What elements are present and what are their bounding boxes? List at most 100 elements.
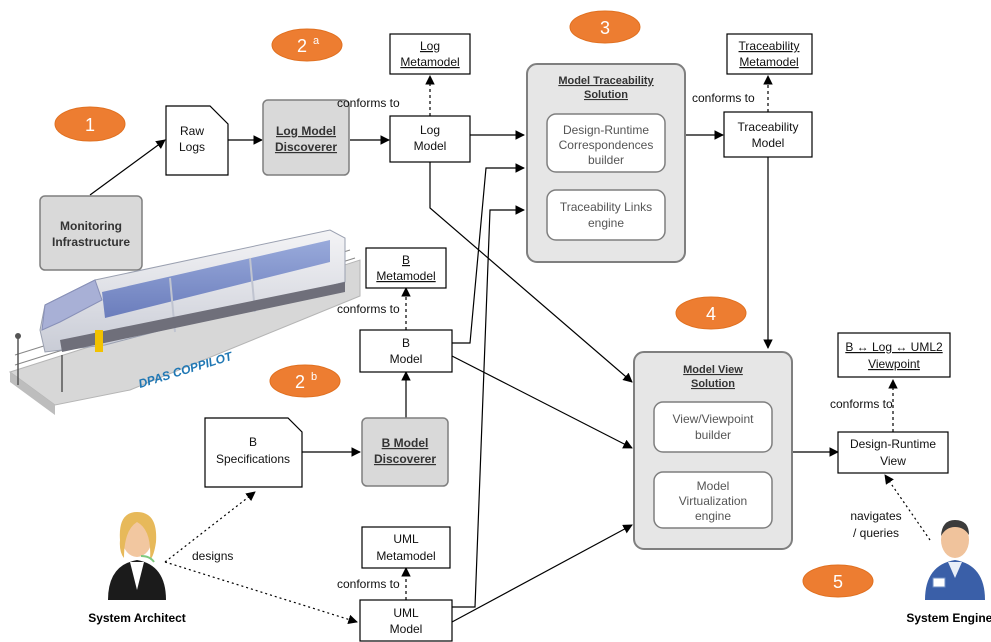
svg-text:Metamodel: Metamodel (400, 55, 459, 69)
svg-text:Solution: Solution (691, 378, 735, 390)
svg-text:Logs: Logs (179, 140, 205, 154)
svg-text:3: 3 (600, 18, 610, 38)
svg-text:Log: Log (420, 39, 440, 53)
system-architect-actor: System Architect (88, 512, 186, 625)
svg-text:View: View (880, 454, 906, 468)
svg-text:Discoverer: Discoverer (374, 452, 436, 466)
edges (89, 75, 931, 625)
svg-text:Design-Runtime: Design-Runtime (563, 123, 649, 137)
queries-label: / queries (853, 526, 899, 540)
badge-2b: 2 b (269, 364, 341, 398)
svg-text:Log Model: Log Model (276, 124, 336, 138)
svg-text:Specifications: Specifications (216, 452, 290, 466)
svg-text:builder: builder (695, 428, 731, 442)
svg-text:Raw: Raw (180, 124, 204, 138)
edge-engineer-runtime (884, 474, 931, 541)
model-traceability-solution[interactable]: Model Traceability Solution Design-Runti… (526, 63, 686, 263)
svg-text:Model: Model (414, 139, 447, 153)
b-model-node[interactable]: B Model (359, 329, 453, 373)
svg-text:B ↔ Log ↔ UML2: B ↔ Log ↔ UML2 (845, 340, 943, 354)
svg-text:Model View: Model View (683, 364, 743, 376)
svg-text:5: 5 (833, 572, 843, 592)
edge-designs-bspec (164, 491, 256, 563)
navigates-label: navigates (850, 509, 901, 523)
svg-text:4: 4 (706, 304, 716, 324)
svg-text:Infrastructure: Infrastructure (52, 235, 130, 249)
model-virtualization-engine[interactable]: Model Virtualization engine (653, 471, 773, 529)
engineer-person-icon (925, 520, 985, 600)
svg-text:Model: Model (697, 479, 730, 493)
svg-text:2: 2 (297, 36, 307, 56)
log-metamodel-node[interactable]: Log Metamodel (389, 33, 471, 75)
badge-2a: 2 a (271, 28, 343, 62)
system-architect-label: System Architect (88, 611, 186, 625)
traceability-model-node[interactable]: Traceability Model (723, 111, 813, 158)
svg-text:View/Viewpoint: View/Viewpoint (673, 412, 755, 426)
svg-text:Traceability Links: Traceability Links (560, 200, 652, 214)
badge-3: 3 (569, 10, 641, 44)
badge-5: 5 (802, 564, 874, 598)
traceability-metamodel-node[interactable]: Traceability Metamodel (726, 33, 813, 75)
badge-1: 1 (54, 106, 126, 142)
svg-text:Model: Model (752, 136, 785, 150)
viewpoint-node[interactable]: B ↔ Log ↔ UML2 Viewpoint (837, 332, 951, 378)
monitoring-infrastructure-node[interactable]: Monitoring Infrastructure (39, 195, 143, 271)
log-conforms-label: conforms to (337, 96, 400, 110)
svg-text:UML: UML (393, 606, 419, 620)
b-specifications-node[interactable]: B Specifications (204, 417, 303, 488)
log-model-node[interactable]: Log Model (389, 115, 471, 163)
b-conforms-label: conforms to (337, 302, 400, 316)
svg-text:Correspondences: Correspondences (559, 138, 654, 152)
svg-text:engine: engine (588, 216, 624, 230)
svg-text:Traceability: Traceability (739, 39, 800, 53)
svg-text:engine: engine (695, 509, 731, 523)
svg-text:B: B (402, 336, 410, 350)
svg-text:Metamodel: Metamodel (376, 269, 435, 283)
raw-logs-node[interactable]: Raw Logs (165, 105, 229, 176)
svg-text:UML: UML (393, 532, 419, 546)
traceability-conforms-label: conforms to (692, 91, 755, 105)
svg-text:2: 2 (295, 372, 305, 392)
uml-conforms-label: conforms to (337, 577, 400, 591)
svg-text:Model: Model (390, 352, 423, 366)
edge-logmodel-view (429, 162, 633, 383)
svg-text:Metamodel: Metamodel (739, 55, 798, 69)
view-conforms-label: conforms to (830, 397, 893, 411)
svg-text:b: b (311, 371, 317, 383)
svg-text:Solution: Solution (584, 89, 628, 101)
svg-text:Discoverer: Discoverer (275, 140, 337, 154)
svg-text:B Model: B Model (382, 436, 429, 450)
svg-text:Model: Model (390, 622, 423, 636)
correspondences-builder[interactable]: Design-Runtime Correspondences builder (546, 113, 666, 173)
svg-text:Design-Runtime: Design-Runtime (850, 437, 936, 451)
traceability-links-engine[interactable]: Traceability Links engine (546, 189, 666, 241)
edge-bmodel-traceability (452, 163, 525, 344)
edge-umlmodel-view (451, 524, 633, 623)
svg-text:Metamodel: Metamodel (376, 549, 435, 563)
svg-text:Virtualization: Virtualization (679, 494, 747, 508)
b-model-discoverer-node[interactable]: B Model Discoverer (361, 417, 449, 487)
svg-text:B: B (402, 253, 410, 267)
designs-label: designs (192, 549, 233, 563)
badge-4: 4 (675, 296, 747, 330)
architect-person-icon (108, 512, 166, 600)
step-badges: 1 2 a 2 b 3 4 5 (54, 10, 874, 598)
svg-text:Model Traceability: Model Traceability (558, 75, 654, 87)
svg-text:Monitoring: Monitoring (60, 219, 122, 233)
b-metamodel-node[interactable]: B Metamodel (365, 247, 447, 289)
model-view-solution[interactable]: Model View Solution View/Viewpoint build… (633, 351, 793, 550)
uml-model-node[interactable]: UML Model (359, 599, 453, 642)
uml-metamodel-node[interactable]: UML Metamodel (361, 526, 451, 569)
view-viewpoint-builder[interactable]: View/Viewpoint builder (653, 401, 773, 453)
train-illustration: DPAS COPPILOT (8, 229, 361, 415)
design-runtime-view-node[interactable]: Design-Runtime View (837, 431, 949, 474)
edge-monitoring-rawlogs (89, 139, 166, 196)
svg-text:Log: Log (420, 123, 440, 137)
system-engineer-label: System Engineer (906, 611, 991, 625)
edge-designs-umlmodel (164, 561, 358, 625)
edge-bmodel-view (451, 355, 633, 449)
log-model-discoverer-node[interactable]: Log Model Discoverer (262, 99, 350, 176)
svg-text:B: B (249, 435, 257, 449)
